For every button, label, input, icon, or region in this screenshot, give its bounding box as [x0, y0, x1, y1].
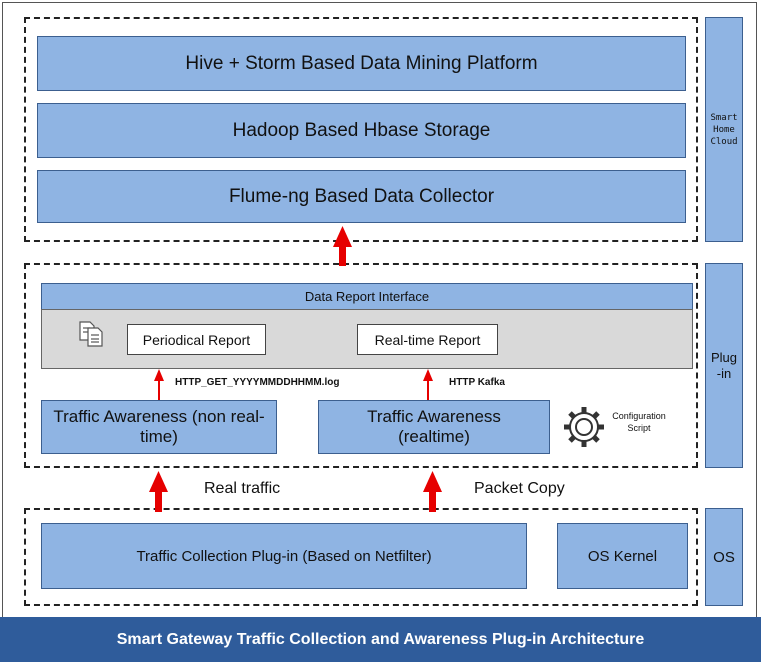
- os-side-label: OS: [705, 508, 743, 606]
- http-get-label: HTTP_GET_YYYYMMDDHHMM.log: [175, 377, 340, 388]
- periodical-report-box: Periodical Report: [127, 324, 266, 355]
- real-traffic-label: Real traffic: [204, 480, 281, 497]
- mining-platform-box: Hive + Storm Based Data Mining Platform: [37, 36, 686, 91]
- plugin-layer: [24, 263, 698, 468]
- plugin-side-label: Plug -in: [705, 263, 743, 468]
- os-side-text: OS: [713, 548, 735, 566]
- cloud-side-line: Cloud: [710, 136, 738, 147]
- footer-title: Smart Gateway Traffic Collection and Awa…: [0, 617, 761, 662]
- config-line: Configuration: [612, 411, 666, 421]
- up-arrow-icon: [423, 369, 433, 400]
- data-report-interface-box: Data Report Interface: [41, 283, 693, 310]
- http-kafka-label: HTTP Kafka: [449, 377, 505, 388]
- configuration-script-label: Configuration Script: [604, 410, 674, 434]
- document-icon: [79, 321, 103, 347]
- cloud-side-label: Smart Home Cloud: [705, 17, 743, 242]
- up-arrow-icon: [154, 369, 164, 400]
- up-arrow-icon: [149, 471, 168, 512]
- hbase-storage-box: Hadoop Based Hbase Storage: [37, 103, 686, 158]
- cloud-layer: [24, 17, 698, 242]
- traffic-awareness-nonrealtime-box: Traffic Awareness (non real-time): [41, 400, 277, 454]
- up-arrow-icon: [423, 471, 442, 512]
- cloud-side-line: Home: [713, 124, 735, 135]
- plugin-side-line: -in: [716, 365, 732, 381]
- os-layer: [24, 508, 698, 606]
- packet-copy-label: Packet Copy: [474, 480, 565, 497]
- plugin-side-line: Plug: [710, 349, 738, 365]
- config-line: Script: [627, 423, 651, 433]
- traffic-awareness-realtime-box: Traffic Awareness (realtime): [318, 400, 550, 454]
- traffic-collection-plugin-box: Traffic Collection Plug-in (Based on Net…: [41, 523, 527, 589]
- up-arrow-icon: [333, 226, 352, 266]
- os-kernel-box: OS Kernel: [557, 523, 688, 589]
- data-collector-box: Flume-ng Based Data Collector: [37, 170, 686, 223]
- gear-icon: [564, 407, 604, 447]
- cloud-side-line: Smart: [710, 112, 738, 123]
- realtime-report-box: Real-time Report: [357, 324, 498, 355]
